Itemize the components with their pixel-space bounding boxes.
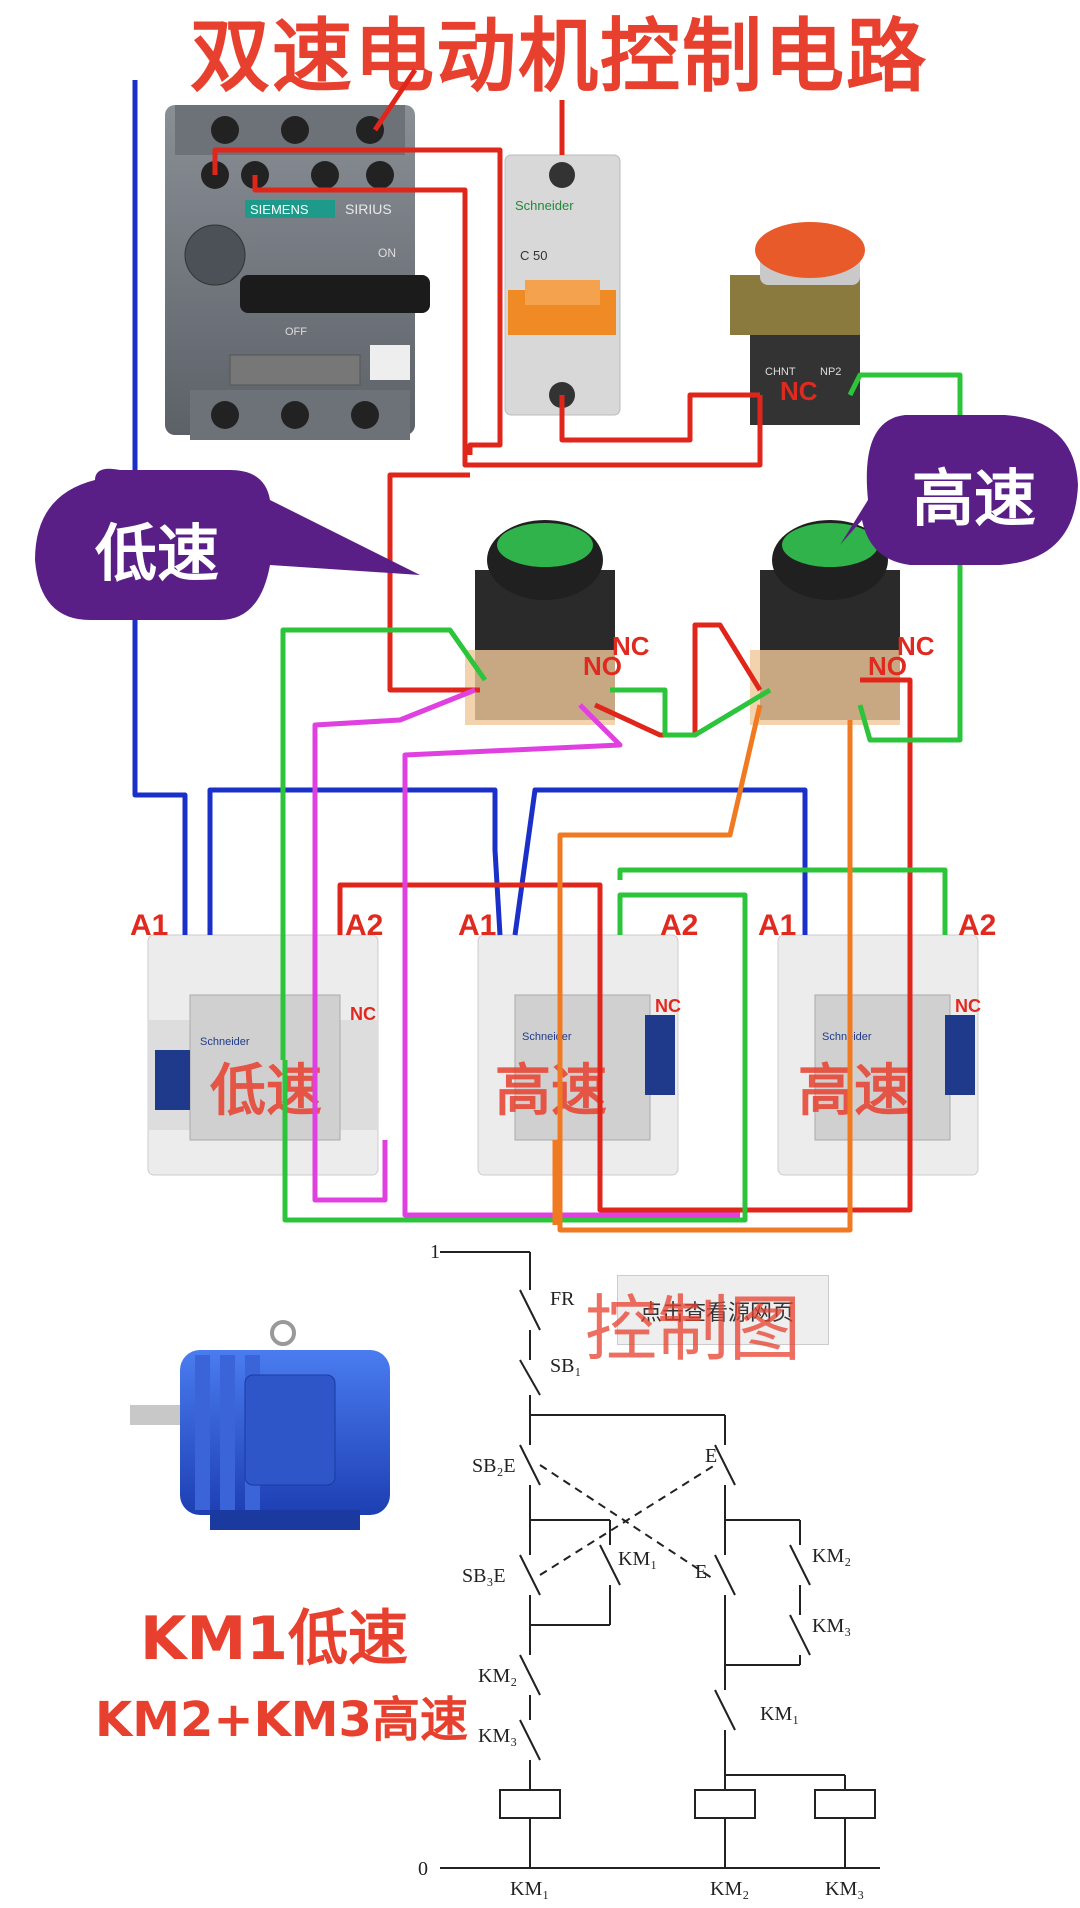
control-diagram-title: 控制图	[585, 1287, 802, 1371]
km2-lock-label: KM₂	[478, 1665, 517, 1687]
km3-brand: Schneider	[822, 1031, 872, 1043]
wire-magenta-b	[402, 703, 740, 1218]
low-speed-bubble: 低速	[35, 468, 420, 620]
km1-brand: Schneider	[200, 1036, 250, 1048]
caption-low-speed: KM1低速	[140, 1604, 408, 1674]
wire-orange-a	[557, 704, 853, 1233]
km2-a2-label: A2	[660, 909, 698, 942]
wire-green-d	[610, 687, 772, 738]
km3-coil-label: KM₃	[825, 1878, 864, 1900]
km1-a2-label: A2	[345, 909, 383, 942]
wire-red-h	[337, 677, 913, 1213]
source-link-box[interactable]	[617, 1275, 829, 1345]
high-speed-bubble: 高速	[840, 415, 1078, 565]
wire-blue-km3	[512, 787, 808, 936]
low-btn-no-label: NO	[583, 651, 622, 681]
e-label-1: E	[705, 1445, 717, 1467]
contactor-km1: Schneider 低速	[147, 934, 379, 1176]
node-top: 1	[430, 1241, 440, 1263]
wire-magenta-a	[312, 687, 476, 1203]
km1-label: 低速	[210, 1059, 322, 1124]
caption-high-speed: KM2+KM3高速	[95, 1692, 468, 1748]
wire-red-a	[212, 147, 503, 455]
km1-coil-label: KM₁	[510, 1878, 549, 1900]
wire-red-f	[387, 472, 480, 693]
km3-a2-label: A2	[958, 909, 996, 942]
low-speed-bubble-text: 低速	[95, 517, 219, 590]
page-title: 双速电动机控制电路	[190, 10, 928, 103]
source-link-text[interactable]: 点击查看源网页	[640, 1301, 795, 1326]
wire-blue-main	[132, 80, 188, 935]
high-btn-no-label: NO	[868, 651, 907, 681]
fr-label: FR	[550, 1288, 575, 1310]
breaker-brand: SIEMENS	[250, 202, 309, 217]
mcb-brand: Schneider	[515, 198, 574, 213]
schematic-labels: 1 0 FR SB₁ SB₂E SB₃E E E KM₁ KM₂ KM₃ KM₂…	[418, 1241, 864, 1900]
breaker-on-label: ON	[378, 246, 396, 260]
low-speed-start-button: NO NC	[465, 520, 650, 725]
wire-red-b	[372, 68, 418, 132]
high-speed-bubble-text: 高速	[912, 462, 1036, 535]
km2-label: 高速	[495, 1059, 607, 1124]
km3-label: 高速	[798, 1059, 910, 1124]
e-label-2: E	[695, 1561, 707, 1583]
wire-blue-km2	[207, 787, 503, 936]
wire-red-d	[559, 392, 760, 443]
km2-nc-label: NC	[655, 996, 681, 1016]
miniature-circuit-breaker: Schneider C 50	[504, 154, 621, 416]
km2-coil-label: KM₂	[710, 1878, 749, 1900]
km1-aux-label: KM₁	[618, 1548, 657, 1570]
sb3-label: SB₃E	[462, 1565, 506, 1587]
wire-red-c	[252, 175, 763, 468]
node-bottom: 0	[418, 1858, 428, 1880]
km3-a1-label: A1	[758, 909, 796, 942]
stop-model: NP2	[820, 366, 841, 378]
km3-lock-label: KM₃	[478, 1725, 517, 1747]
control-schematic	[440, 1251, 880, 1869]
high-speed-start-button: NO NC	[750, 520, 935, 725]
km3-aux-label: KM₃	[812, 1615, 851, 1637]
wires	[132, 68, 963, 1233]
km1-nc-label: NC	[350, 1004, 376, 1024]
high-btn-nc-label: NC	[897, 631, 935, 661]
stop-brand: CHNT	[765, 366, 796, 378]
wire-green-b	[280, 627, 488, 1060]
breaker-model: SIRIUS	[345, 201, 392, 217]
km1-lock-label: KM₁	[760, 1703, 799, 1725]
km2-aux-label: KM₂	[812, 1545, 851, 1567]
sb2-label: SB₂E	[472, 1455, 516, 1477]
wire-red-g	[593, 622, 763, 738]
contactor-km2: Schneider 高速	[477, 934, 679, 1176]
wire-green-c	[282, 892, 748, 1223]
sb1-label: SB₁	[550, 1355, 581, 1377]
mcb-rating: C 50	[520, 248, 547, 263]
motor-breaker: SIEMENS SIRIUS ON OFF	[165, 105, 430, 440]
stop-nc-label: NC	[780, 376, 818, 406]
stop-button: CHNT NP2 NC	[730, 222, 865, 425]
motor-image	[130, 1320, 390, 1530]
breaker-off-label: OFF	[285, 326, 307, 338]
contactor-km3: Schneider 高速	[777, 934, 979, 1176]
wire-green-e	[617, 867, 948, 935]
km2-a1-label: A1	[458, 909, 496, 942]
low-btn-nc-label: NC	[612, 631, 650, 661]
km1-a1-label: A1	[130, 909, 168, 942]
km2-brand: Schneider	[522, 1031, 572, 1043]
km3-nc-label: NC	[955, 996, 981, 1016]
